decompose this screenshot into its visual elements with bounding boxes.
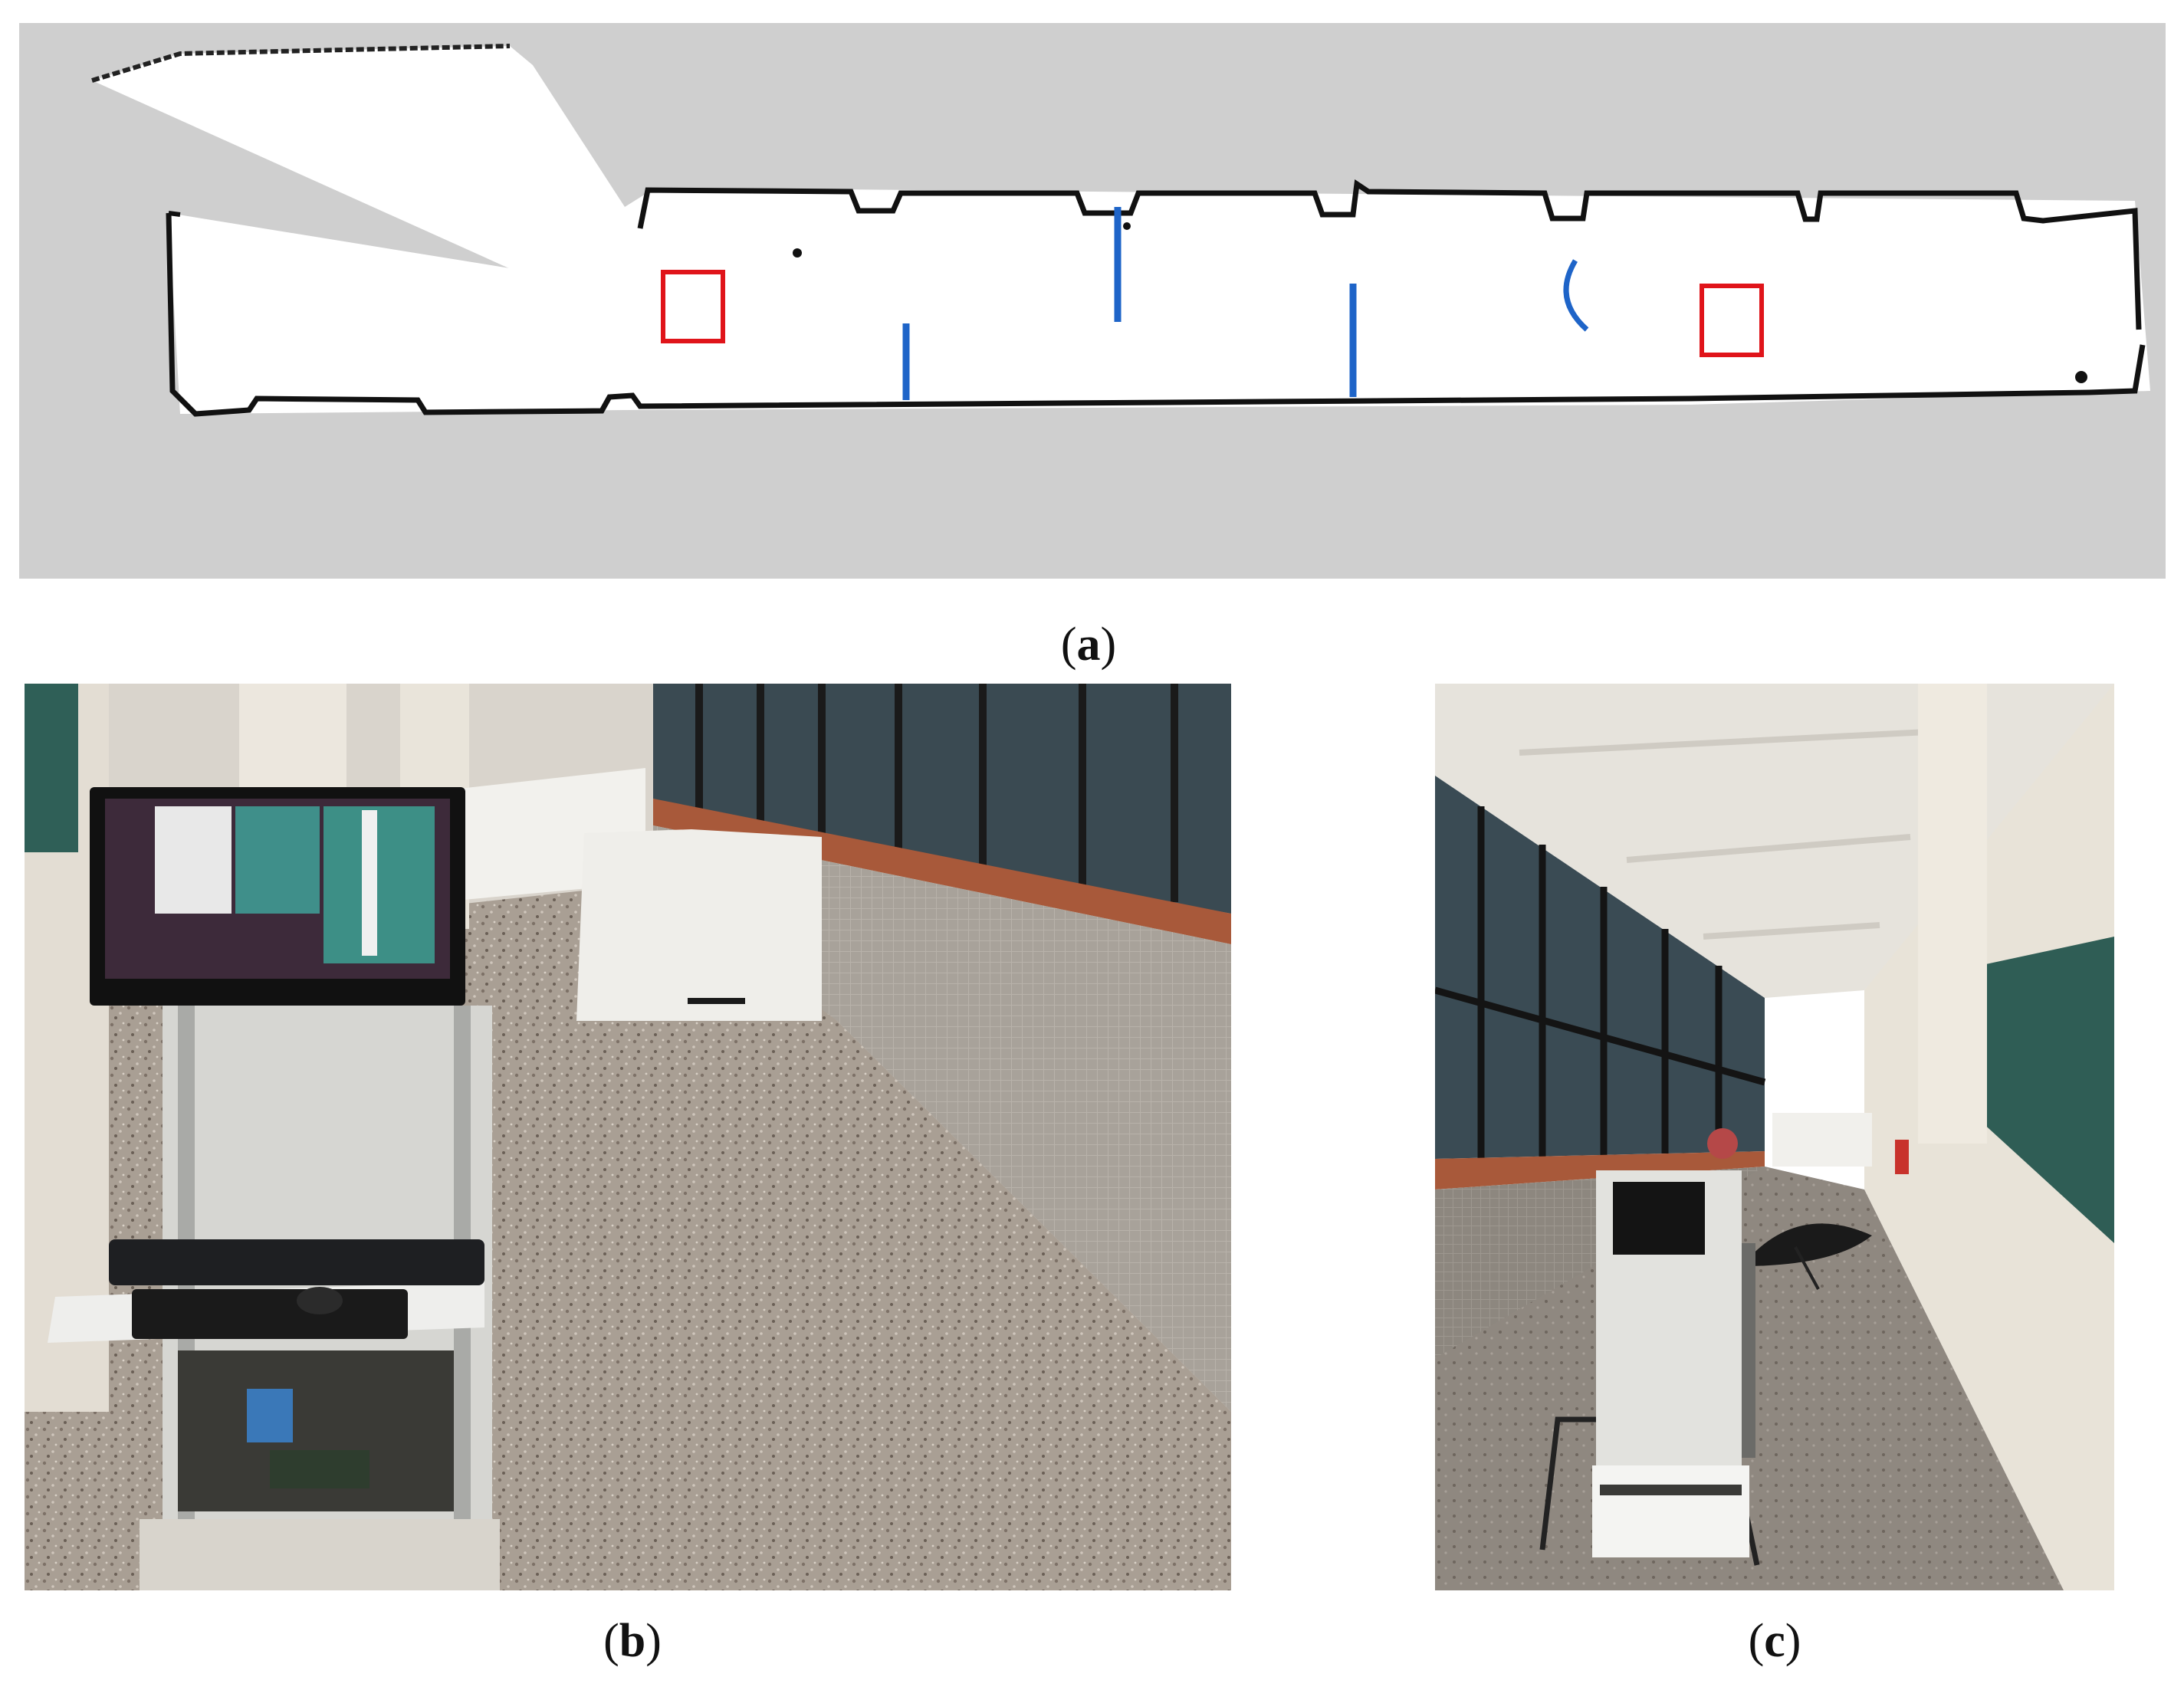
- window-band: [1435, 776, 1765, 1159]
- caption-a: (a): [1060, 619, 1117, 671]
- keyboard: [109, 1239, 484, 1285]
- obstacle-arc: [1563, 259, 1589, 332]
- caption-c: (c): [1748, 1615, 1801, 1667]
- screen-stripe: [362, 810, 377, 956]
- scan-noise: [2075, 371, 2087, 383]
- marker-bar: [688, 998, 745, 1004]
- scan-noise: [1123, 222, 1131, 230]
- free-space-wedge: [92, 46, 625, 272]
- wall-corridor-bottom: [166, 212, 2146, 417]
- mouse-pad: [132, 1289, 408, 1339]
- robot-side-rail: [1742, 1243, 1755, 1458]
- right-wall: [1864, 684, 2114, 1590]
- left-window: [25, 684, 78, 852]
- caption-b: (b): [603, 1615, 662, 1667]
- scan-noise: [793, 248, 802, 258]
- photo-b-svg: [25, 684, 1231, 1590]
- red-chair: [1707, 1128, 1738, 1159]
- screen-window: [235, 806, 320, 914]
- robot-base: [1592, 1465, 1749, 1557]
- circuit-board: [270, 1450, 369, 1488]
- window-frames: [1435, 806, 1766, 1159]
- free-space-corridor: [169, 188, 2150, 414]
- photo-c-svg: [1435, 684, 2114, 1590]
- wall-left-end: [168, 211, 181, 217]
- screen-window: [155, 806, 232, 914]
- screen-window: [323, 806, 435, 963]
- pillar: [1918, 684, 1987, 1144]
- white-panel: [1772, 1113, 1872, 1167]
- window-frames: [695, 684, 1178, 902]
- panel-a-map: [19, 23, 2166, 579]
- ceiling-beams: [1519, 727, 1972, 940]
- white-panel: [576, 829, 822, 1021]
- battery: [247, 1389, 293, 1442]
- umbrella: [1742, 1223, 1872, 1266]
- umbrella-handle: [1794, 1246, 1820, 1290]
- robot-base: [140, 1519, 500, 1590]
- fire-extinguisher: [1895, 1140, 1909, 1174]
- notice-board: [1972, 937, 2114, 1243]
- brick-band: [653, 799, 1231, 944]
- target-box-right: [1700, 284, 1764, 357]
- wall-top-left: [91, 44, 511, 83]
- target-box-left: [661, 270, 725, 343]
- robot-screen: [1613, 1182, 1705, 1255]
- mouse: [297, 1287, 343, 1314]
- panel-c-photo: [1435, 684, 2114, 1590]
- window-band: [653, 684, 1231, 914]
- wall-corridor-top: [637, 179, 2142, 330]
- occupancy-map-svg: [19, 23, 2166, 579]
- panel-b-photo: [25, 684, 1231, 1590]
- robot-base-stripe: [1600, 1485, 1742, 1495]
